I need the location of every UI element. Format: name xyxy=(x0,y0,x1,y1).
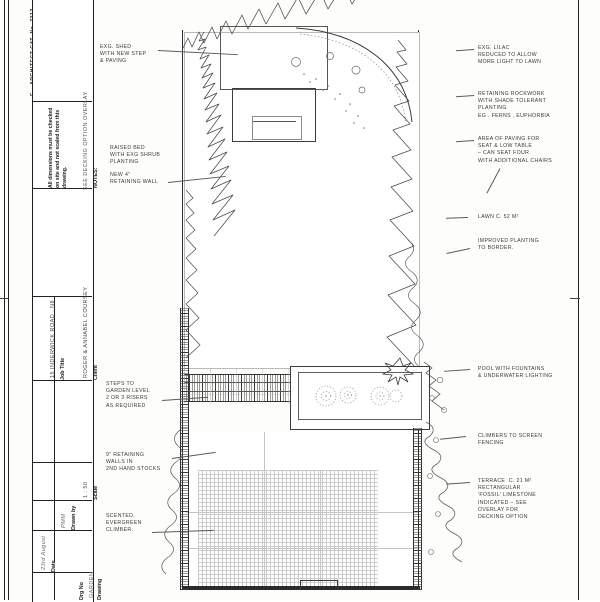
disclaimer: All dimensions must be checked on site a… xyxy=(48,102,69,188)
annotation-climber: SCENTED, EVERGREEN CLIMBER. xyxy=(106,513,142,534)
field-value-scale: 1 : 50 xyxy=(74,482,92,498)
specimen-plant xyxy=(381,357,415,386)
retaining-wall-west-upper xyxy=(180,308,189,428)
field-value-job-title-text: 15 INDERWICK ROAD . N8 xyxy=(50,299,56,378)
annotation-exg-lilac: EXG. LILAC REDUCED TO ALLOW MORE LIGHT T… xyxy=(478,45,542,66)
annotation-retaining-walls-9in: 9" RETAINING WALLS IN 2nd HAND STOCKS xyxy=(106,452,161,473)
leader-paving-seat-tail xyxy=(486,168,501,194)
retaining-wall-east xyxy=(413,428,422,590)
planting-canopy-right-upper xyxy=(386,39,418,370)
house-door-opening xyxy=(300,580,338,589)
improved-border-planting xyxy=(405,239,424,369)
annotation-climbers: CLIMBERS TO SCREEN FENCING xyxy=(478,433,543,447)
field-label-drawn-by-text: Drawn by xyxy=(71,505,77,530)
field-value-drawn-by: PMM xyxy=(52,514,70,528)
notes-heading-text: NOTES: xyxy=(93,167,99,188)
field-value-client-text: ROGER & ANNABEL COURSEY xyxy=(83,286,89,378)
title-block: NOTES: SEE DECKING OPTION OVERLAY All di… xyxy=(8,0,103,602)
field-label-client-text: Client xyxy=(93,365,99,380)
tb-divider-4 xyxy=(32,380,92,381)
field-label-scale-text: Scale xyxy=(93,485,99,500)
step-paving-grid xyxy=(184,368,304,404)
terrace-paving-pattern xyxy=(198,470,378,586)
sheet-border-left xyxy=(4,0,5,600)
field-value-client: ROGER & ANNABEL COURSEY xyxy=(74,287,92,378)
house-wall xyxy=(182,586,420,588)
sheet-border-inner xyxy=(8,0,9,600)
pool-inner-coping xyxy=(298,372,422,420)
tb-divider-1 xyxy=(32,101,92,102)
shed-step xyxy=(252,121,296,122)
pool-fountains xyxy=(315,385,403,407)
title-block-frame xyxy=(32,0,94,602)
tb-divider-2 xyxy=(32,188,92,189)
tb-split-client xyxy=(54,296,55,562)
boundary-wall-bottom xyxy=(182,588,420,590)
annotation-terrace: TERRACE c. 21 m² RECTANGULAR 'FOSSIL' LI… xyxy=(478,478,537,521)
disclaimer-text: All dimensions must be checked on site a… xyxy=(48,107,68,188)
sheet-border-right xyxy=(578,0,579,600)
annotation-paving-seat: AREA OF PAVING FOR SEAT & LOW TABLE – CA… xyxy=(478,136,553,164)
terrace-joint-v2 xyxy=(320,470,321,588)
field-value-date-text: 23rd August xyxy=(41,535,47,570)
rockwork-planting-dots xyxy=(303,73,365,129)
retaining-rockwork-arc xyxy=(295,27,413,125)
field-value-drawing-text: GARDEN xyxy=(89,571,95,598)
annotation-raised-bed: RAISED BED WITH EXG SHRUB PLANTING xyxy=(110,145,161,166)
annotation-pool: POOL WITH FOUNTAINS & UNDERWATER LIGHTIN… xyxy=(478,366,553,380)
pool-side-planting xyxy=(423,361,447,413)
annotation-border: IMPROVED PLANTING TO BORDER. xyxy=(478,238,540,252)
tb-divider-3 xyxy=(32,296,92,297)
annotation-steps: STEPS TO GARDEN LEVEL 2 OR 3 RISERS AS R… xyxy=(106,381,150,409)
notes-handwritten: SEE DECKING OPTION OVERLAY xyxy=(74,91,92,190)
shed-paving xyxy=(252,116,302,140)
annotation-exg-shed: EXG. SHED WITH NEW STEP & PAVING xyxy=(100,44,147,65)
terrace-joint-h1 xyxy=(186,512,418,513)
garden-plan xyxy=(161,0,468,600)
lawn-edge-planting xyxy=(185,189,201,359)
annotation-rockwork: RETAINING ROCKWORK WITH SHADE TOLERANT P… xyxy=(478,91,550,119)
sheet-centre-tick-right xyxy=(570,298,580,299)
tb-divider-7 xyxy=(32,530,92,531)
field-label-job-title-text: Job Title xyxy=(60,357,66,380)
annotation-retaining-wall: NEW 4" RETAINING WALL xyxy=(110,172,159,186)
annotation-lawn: LAWN c. 52 m² xyxy=(478,214,519,220)
tb-split-bottom xyxy=(54,572,55,600)
tb-divider-6 xyxy=(32,500,92,501)
raised-bed xyxy=(220,26,328,90)
field-value-job-title: 15 INDERWICK ROAD . N8 xyxy=(41,300,59,378)
field-value-scale-text: 1 : 50 xyxy=(83,481,89,498)
terrace-joint-v1 xyxy=(264,432,265,588)
planting-canopy-top xyxy=(181,0,356,51)
tb-divider-8 xyxy=(32,572,92,573)
field-value-date: 23rd August xyxy=(32,536,50,570)
planting-canopy-left xyxy=(197,31,236,237)
sheet-centre-tick-left xyxy=(0,298,8,299)
climber-planting-west xyxy=(161,429,183,575)
feature-stones xyxy=(291,52,366,94)
field-value-drawing: GARDEN xyxy=(80,572,98,598)
field-value-drawn-by-text: PMM xyxy=(61,513,67,528)
climber-planting-east xyxy=(424,421,463,563)
existing-shed xyxy=(232,88,316,142)
notes-handwritten-text: SEE DECKING OPTION OVERLAY xyxy=(83,91,89,190)
terrace-joint-h2 xyxy=(186,548,418,549)
retaining-wall-west xyxy=(180,428,189,590)
field-label-date-text: Date xyxy=(51,560,57,572)
tb-divider-5 xyxy=(32,462,92,463)
